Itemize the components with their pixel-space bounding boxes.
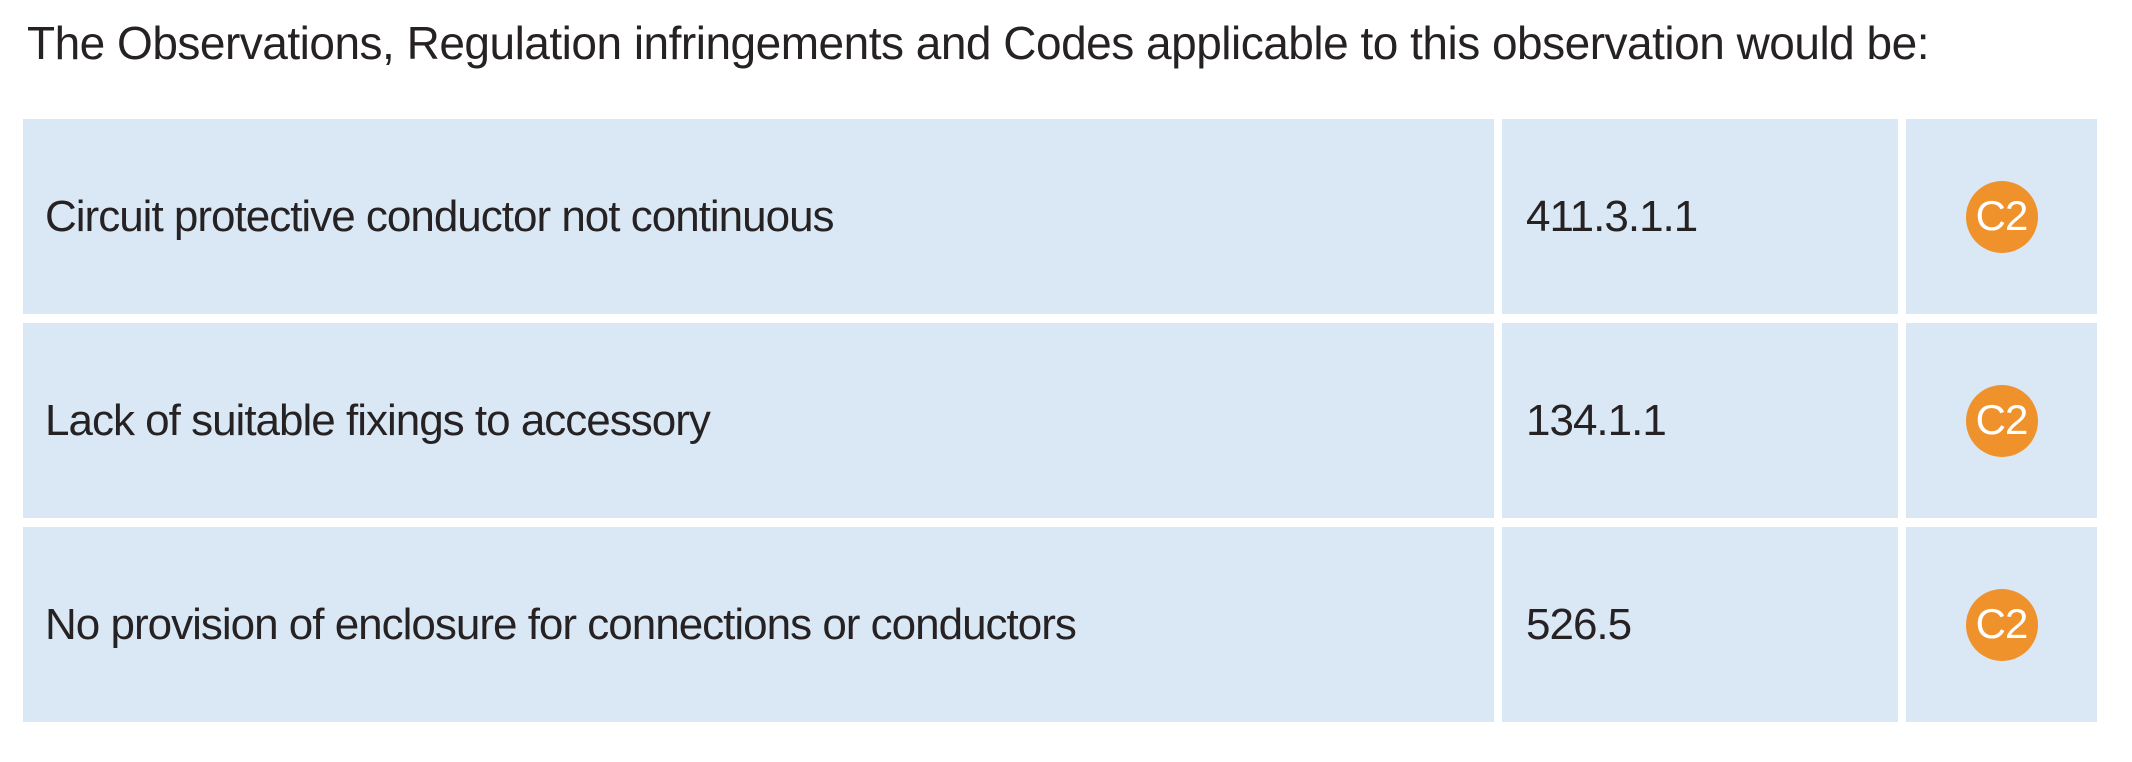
code-badge: C2 [1965,384,2038,457]
code-badge: C2 [1965,180,2038,253]
regulation-cell: 134.1.1 [1502,323,1898,518]
code-cell: C2 [1906,527,2097,722]
observation-cell: No provision of enclosure for connection… [23,527,1494,722]
observations-table: Circuit protective conductor not continu… [23,119,2097,722]
observation-cell: Circuit protective conductor not continu… [23,119,1494,314]
code-badge: C2 [1965,588,2038,661]
page-title: The Observations, Regulation infringemen… [27,17,1930,69]
observation-cell: Lack of suitable fixings to accessory [23,323,1494,518]
code-cell: C2 [1906,323,2097,518]
code-cell: C2 [1906,119,2097,314]
regulation-cell: 526.5 [1502,527,1898,722]
regulation-cell: 411.3.1.1 [1502,119,1898,314]
